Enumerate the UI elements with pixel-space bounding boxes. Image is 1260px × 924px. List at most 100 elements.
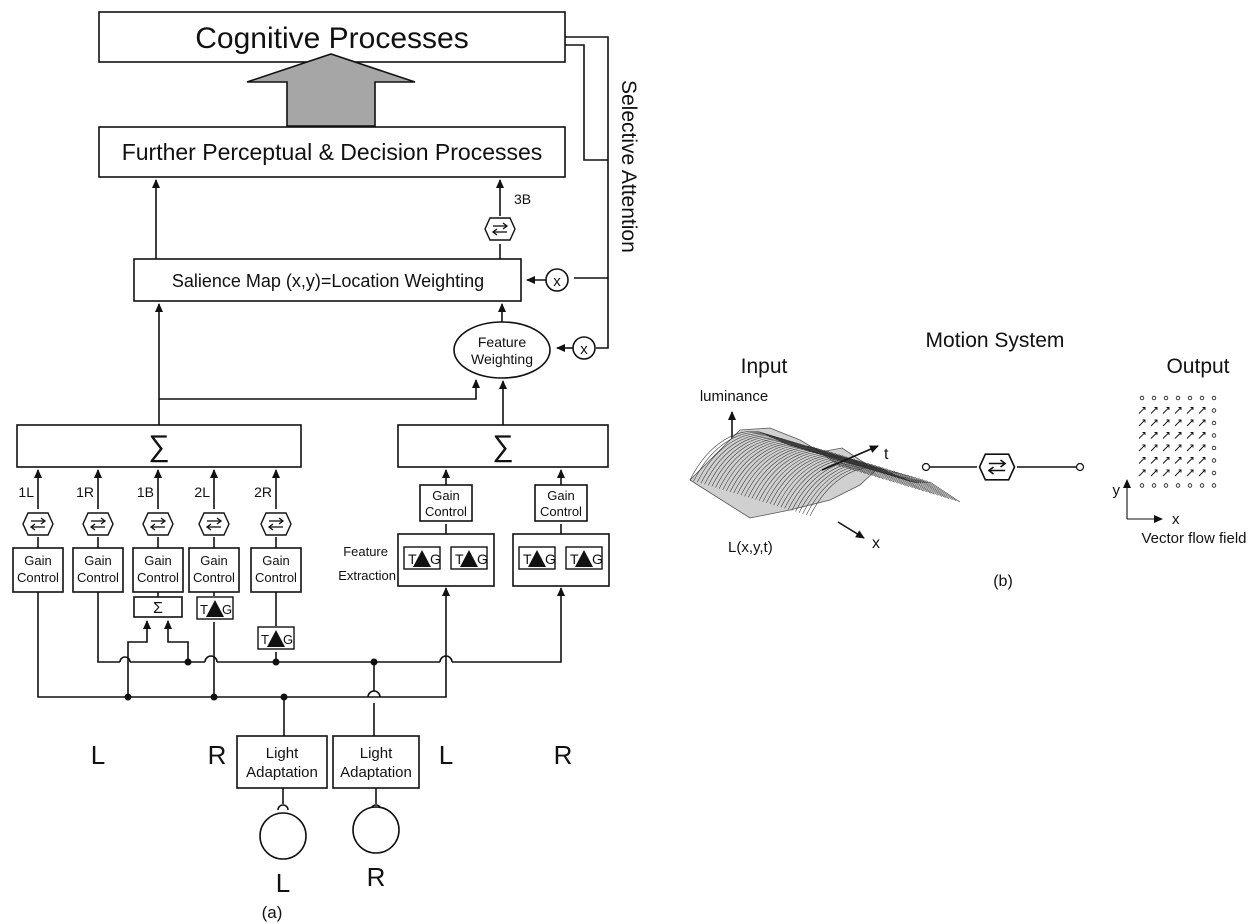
further-processes-label: Further Perceptual & Decision Processes (122, 139, 543, 165)
junction-dot (210, 693, 218, 701)
channel-label: 2L (194, 484, 210, 500)
flow-vector (1138, 432, 1146, 439)
flow-vector (1162, 444, 1170, 452)
gain-label-f2-b: Control (540, 504, 582, 519)
junction-dot (124, 693, 132, 701)
bus-label-l1: L (91, 740, 105, 770)
input-title: Input (741, 355, 788, 378)
gain-control-label: Control (17, 570, 59, 585)
attention-feedback-line-salience (565, 36, 609, 279)
tag-t-fe1-a: T (408, 551, 417, 567)
gain-control-label: Control (193, 570, 235, 585)
vector-flow-field (1138, 395, 1217, 488)
feature-weighting-label-1: Feature (478, 334, 526, 350)
flow-vector (1174, 444, 1182, 452)
flow-null-vector (1151, 395, 1157, 401)
arrow-sigma-to-feature-weighting (159, 379, 480, 400)
salience-map-label: Salience Map (x,y)=Location Weighting (172, 271, 484, 291)
tag-g-fe2-a: G (545, 551, 556, 567)
flow-vector (1162, 407, 1170, 414)
flow-null-vector (1211, 420, 1217, 426)
gain-control-box (72, 547, 124, 593)
flow-vector (1186, 457, 1194, 464)
flow-null-vector (1187, 483, 1193, 488)
tag-t-fe2-b: T (570, 551, 579, 567)
light-adaptation-right-1: Light (360, 745, 393, 762)
panel-a: Cognitive Processes Further Perceptual &… (12, 11, 640, 922)
bus-jump-2 (204, 655, 218, 663)
panel-b-label: (b) (993, 573, 1013, 590)
flow-y-label: y (1113, 482, 1121, 499)
bus-label-r2: R (554, 740, 573, 770)
gain-control-box-f2 (534, 484, 588, 522)
flow-null-vector (1139, 483, 1145, 488)
bus-right-eye (97, 590, 562, 663)
x-axis-input (837, 521, 865, 539)
lxyt-label: L(x,y,t) (728, 539, 773, 556)
flow-vector (1174, 419, 1182, 427)
motion-detector-3b-icon (484, 217, 516, 241)
gain-label-f1-a: Gain (432, 488, 459, 503)
flow-x-label: x (1172, 511, 1180, 528)
further-processes-box (98, 126, 566, 178)
tag-g-fe2-b: G (592, 551, 603, 567)
tag-g-fe1-b: G (477, 551, 488, 567)
feature-weighting-node (453, 321, 551, 379)
gain-control-box (132, 547, 184, 593)
flow-vector (1150, 419, 1158, 427)
flow-null-vector (1151, 483, 1157, 488)
flow-null-vector (1211, 395, 1217, 401)
flow-vector (1186, 444, 1194, 452)
attention-feedback-line-inner (565, 44, 608, 161)
channel-columns: 1LGainControl1RGainControl1BGainControl2… (12, 469, 302, 593)
wire-1b-left (127, 620, 151, 697)
sigma-right-symbol: ∑ (492, 430, 513, 463)
flow-null-vector (1163, 483, 1169, 488)
tag-t-fe1-b: T (455, 551, 464, 567)
mesh-line (806, 465, 957, 516)
wiring-bus (37, 587, 565, 736)
motion-detector-icon (198, 512, 230, 536)
tag-g-2l: G (222, 602, 232, 617)
mesh-line (795, 462, 946, 512)
gain-control-label: Control (77, 570, 119, 585)
feature-extraction-label-2: Extraction (338, 568, 396, 583)
flow-vector (1138, 407, 1146, 414)
flow-vector (1198, 419, 1206, 427)
flow-null-vector (1211, 483, 1217, 488)
mesh-line (798, 463, 950, 513)
t-axis (821, 445, 879, 471)
flow-vector (1186, 469, 1194, 477)
junction-dot (272, 658, 280, 666)
salience-map-box (133, 258, 522, 302)
flow-vector (1138, 444, 1146, 452)
flow-vector (1174, 407, 1182, 414)
channel-label: 2R (254, 484, 272, 500)
luminance-label: luminance (700, 388, 768, 405)
bus-label-l2: L (439, 740, 453, 770)
gain-control-label: Gain (144, 553, 171, 568)
flow-null-vector (1175, 395, 1181, 401)
flow-null-vector (1211, 445, 1217, 451)
flow-null-vector (1163, 395, 1169, 401)
flow-vector (1198, 444, 1206, 452)
flow-vector (1162, 457, 1170, 464)
gain-control-label: Gain (262, 553, 289, 568)
label-3b: 3B (514, 191, 531, 207)
flow-null-vector (1211, 470, 1217, 476)
mesh-line (809, 467, 961, 517)
flow-vector (1162, 432, 1170, 439)
multiply-node-salience-label: x (553, 273, 561, 290)
gain-control-box-f1 (419, 484, 473, 522)
flow-vector (1162, 469, 1170, 477)
right-eye-icon (352, 806, 400, 854)
x-axis-input-label: x (872, 535, 880, 552)
light-adaptation-left-2: Adaptation (246, 764, 318, 781)
flow-vector (1186, 407, 1194, 414)
flow-null-vector (1211, 408, 1217, 413)
